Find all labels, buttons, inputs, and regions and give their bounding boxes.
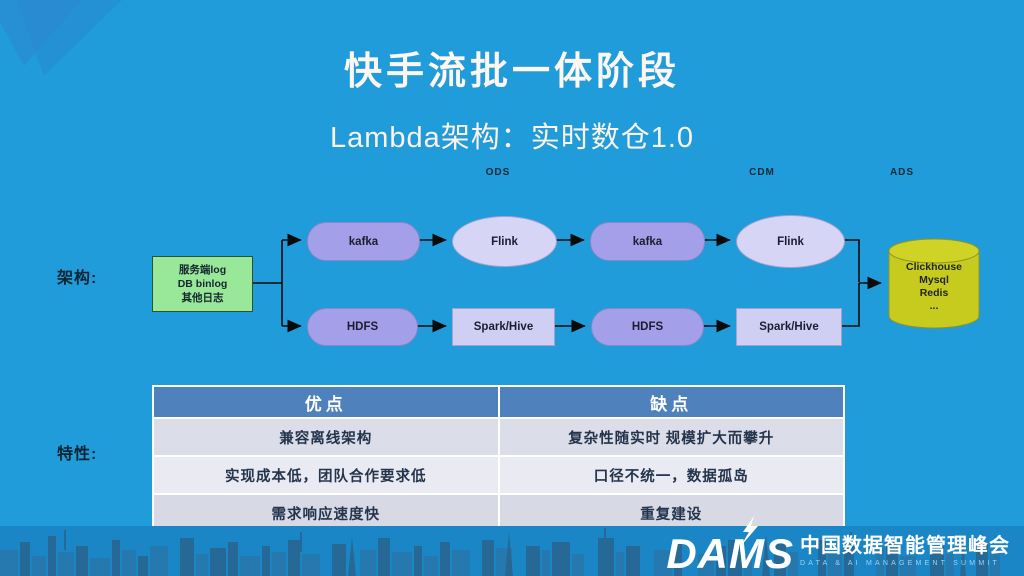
pros-cell: 实现成本低，团队合作要求低 xyxy=(152,455,500,495)
layer-label-ads: ADS xyxy=(889,167,915,178)
dams-logo-tagline: DATA & AI MANAGEMENT SUMMIT xyxy=(800,560,1000,567)
node-kafka-cdm: kafka xyxy=(590,222,705,261)
corner-triangles-decoration xyxy=(0,0,122,76)
dams-logo-text-block: 中国数据智能管理峰会 DATA & AI MANAGEMENT SUMMIT xyxy=(794,529,1010,571)
page-subtitle: Lambda架构：实时数仓1.0 xyxy=(329,122,695,154)
cons-cell: 复杂性随实时 规模扩大而攀升 xyxy=(497,417,845,457)
sink-line: Redis xyxy=(919,287,949,299)
node-sparkhive-ods: Spark/Hive xyxy=(452,308,555,346)
layer-label-ods: ODS xyxy=(485,167,511,178)
node-flink-ods: Flink xyxy=(452,216,557,267)
table-header-row: 优点 缺点 xyxy=(152,385,845,419)
page-title: 快手流批一体阶段 xyxy=(343,51,680,93)
dams-logo-wordmark: DAMS xyxy=(666,529,794,576)
sink-line: ... xyxy=(929,300,939,312)
table-row: 实现成本低，团队合作要求低 口径不统一，数据孤岛 xyxy=(152,455,845,495)
table-row: 需求响应速度快 重复建设 xyxy=(152,493,845,533)
lightning-bolt-icon xyxy=(740,516,759,547)
source-logs-box: 服务端log DB binlog 其他日志 xyxy=(152,256,253,312)
dams-logo-chinese: 中国数据智能管理峰会 xyxy=(800,535,1010,557)
sink-database-labels: Clickhouse Mysql Redis ... xyxy=(887,261,981,313)
cons-header: 缺点 xyxy=(497,385,845,419)
features-section-label: 特性: xyxy=(57,446,98,463)
sink-database-cylinder xyxy=(888,238,980,329)
source-line: 其他日志 xyxy=(181,292,224,305)
architecture-section-label: 架构: xyxy=(57,270,98,287)
source-line: DB binlog xyxy=(177,277,228,290)
pros-cell: 兼容离线架构 xyxy=(152,417,500,457)
node-kafka-ods: kafka xyxy=(307,222,420,261)
node-hdfs-ods: HDFS xyxy=(307,308,418,346)
footer-banner: DAMS 中国数据智能管理峰会 DATA & AI MANAGEMENT SUM… xyxy=(0,516,1024,576)
source-line: 服务端log xyxy=(178,263,227,276)
dams-logo: DAMS 中国数据智能管理峰会 DATA & AI MANAGEMENT SUM… xyxy=(666,516,1010,576)
city-skyline-decoration xyxy=(0,528,1000,576)
pros-cons-table: 优点 缺点 兼容离线架构 复杂性随实时 规模扩大而攀升 实现成本低，团队合作要求… xyxy=(152,385,845,533)
sink-line: Mysql xyxy=(919,274,949,286)
cons-cell: 口径不统一，数据孤岛 xyxy=(497,455,845,495)
table-row: 兼容离线架构 复杂性随实时 规模扩大而攀升 xyxy=(152,417,845,457)
pros-header: 优点 xyxy=(152,385,500,419)
layer-label-cdm: CDM xyxy=(749,167,775,178)
sink-line: Clickhouse xyxy=(905,261,963,273)
node-sparkhive-cdm: Spark/Hive xyxy=(736,308,842,346)
node-flink-cdm: Flink xyxy=(736,215,845,268)
node-hdfs-cdm: HDFS xyxy=(591,308,704,346)
